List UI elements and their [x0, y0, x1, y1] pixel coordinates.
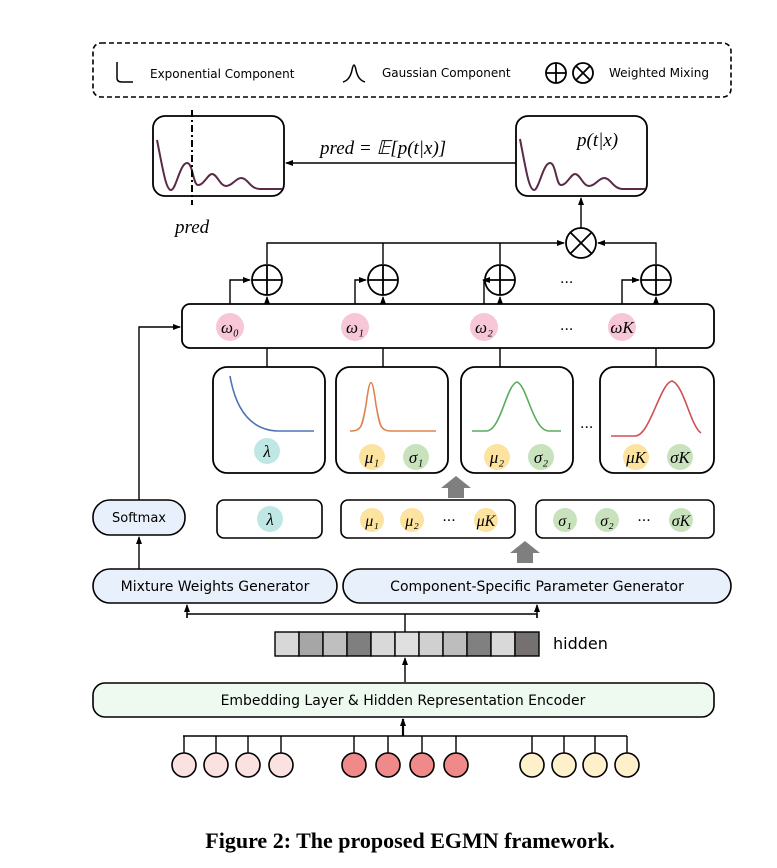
hidden-cell	[418, 631, 444, 657]
input-feature-node	[375, 752, 401, 778]
density-label: p(t|x)	[575, 130, 618, 151]
exponential-component: λ	[212, 366, 326, 474]
softmax-label: Softmax	[112, 511, 166, 526]
hidden-cell	[274, 631, 300, 657]
svg-text:μ₁: μ₁	[364, 448, 379, 467]
weights-ellipsis: ···	[560, 322, 573, 338]
prediction-curve	[156, 139, 282, 192]
density-plot: p(t|x)	[515, 115, 648, 197]
softmax-block: Softmax	[92, 499, 186, 536]
svg-text:σK: σK	[670, 448, 691, 467]
hidden-cell	[466, 631, 492, 657]
hidden-label: hidden	[553, 634, 608, 653]
weight-badge: ωK	[608, 313, 636, 341]
mixing-add-node	[484, 264, 516, 296]
mixture-weights-label: Mixture Weights Generator	[121, 579, 310, 595]
exponential-curve	[229, 375, 314, 432]
input-feature-node	[409, 752, 435, 778]
gaussian-legend-icon	[342, 64, 366, 83]
input-feature-node	[235, 752, 261, 778]
legend-gaussian-label: Gaussian Component	[382, 66, 511, 80]
input-feature-node	[551, 752, 577, 778]
component-parameter-label: Component-Specific Parameter Generator	[390, 579, 684, 595]
hidden-cell	[394, 631, 420, 657]
input-features	[171, 735, 640, 778]
mixing-add-node	[367, 264, 399, 296]
up-block-arrow-mu	[441, 476, 471, 498]
pred-label: pred	[173, 217, 210, 238]
encoder-label: Embedding Layer & Hidden Representation …	[221, 693, 586, 709]
gaussian-component: μ₂ σ₂	[460, 366, 574, 474]
weight-label: ωK	[610, 318, 635, 337]
hidden-cell	[346, 631, 372, 657]
mixing-add-node	[251, 264, 283, 296]
input-feature-node	[443, 752, 469, 778]
gaussian-component: μ₁ σ₁	[335, 366, 449, 474]
svg-text:μ₂: μ₂	[404, 513, 419, 530]
plus-circle-icon	[545, 62, 567, 84]
svg-text:···: ···	[637, 513, 650, 529]
svg-text:σ₂: σ₂	[600, 513, 614, 530]
mixing-add-node	[640, 264, 672, 296]
lambda-param-bar: λ	[216, 499, 323, 539]
legend-exponential-label: Exponential Component	[150, 67, 295, 81]
svg-text:σ₁: σ₁	[558, 513, 571, 530]
hidden-cell	[490, 631, 516, 657]
svg-text:μ₁: μ₁	[364, 513, 379, 530]
weight-badge: ω₁	[341, 313, 369, 341]
weights-bar	[181, 303, 715, 349]
pred-formula: pred = 𝔼[p(t|x)]	[318, 138, 446, 159]
encoder-block: Embedding Layer & Hidden Representation …	[92, 682, 715, 718]
svg-text:μ₂: μ₂	[489, 448, 505, 467]
gaussian-component: μK σK	[599, 366, 715, 474]
exponential-legend-icon	[116, 62, 133, 83]
input-feature-node	[171, 752, 197, 778]
weight-label: ω₂	[475, 318, 493, 337]
svg-text:σ₂: σ₂	[534, 448, 548, 467]
svg-text:λ: λ	[262, 442, 270, 461]
hidden-cell	[442, 631, 468, 657]
components-ellipsis: ···	[580, 420, 593, 436]
times-circle-icon	[572, 62, 594, 84]
svg-text:σK: σK	[672, 513, 692, 530]
input-feature-node	[519, 752, 545, 778]
sigma-param-bar: σ₁ σ₂ σK ···	[535, 499, 715, 539]
mixture-weights-generator: Mixture Weights Generator	[92, 568, 338, 604]
hidden-cell	[298, 631, 324, 657]
mu-param-bar: μ₁ μ₂ μK ···	[340, 499, 516, 539]
input-feature-node	[268, 752, 294, 778]
prediction-plot	[152, 110, 285, 205]
hidden-vector	[274, 631, 540, 657]
svg-text:λ: λ	[265, 510, 273, 529]
density-curve	[519, 138, 645, 192]
svg-text:μK: μK	[476, 513, 497, 530]
weight-badge: ω₂	[470, 313, 498, 341]
svg-text:μK: μK	[625, 448, 648, 467]
legend: Exponential Component Gaussian Component…	[92, 42, 732, 98]
component-parameter-generator: Component-Specific Parameter Generator	[342, 568, 732, 604]
gaussian-curve	[472, 381, 561, 432]
mixing-multiply-node	[565, 227, 597, 259]
svg-text:···: ···	[442, 513, 455, 529]
input-feature-node	[341, 752, 367, 778]
gaussian-curve	[349, 381, 436, 432]
input-feature-node	[203, 752, 229, 778]
up-block-arrow-params	[510, 541, 540, 563]
weight-label: ω₁	[346, 318, 364, 337]
hidden-cell	[322, 631, 348, 657]
legend-mixing-label: Weighted Mixing	[609, 66, 709, 80]
plus-ellipsis: ···	[560, 275, 573, 291]
hidden-cell	[514, 631, 540, 657]
weight-badge: ω₀	[216, 313, 244, 341]
figure-caption: Figure 2: The proposed EGMN framework.	[205, 828, 614, 853]
input-feature-node	[582, 752, 608, 778]
svg-text:σ₁: σ₁	[409, 448, 423, 467]
hidden-cell	[370, 631, 396, 657]
gaussian-curve	[611, 380, 702, 437]
weight-label: ω₀	[221, 318, 239, 337]
input-feature-node	[614, 752, 640, 778]
